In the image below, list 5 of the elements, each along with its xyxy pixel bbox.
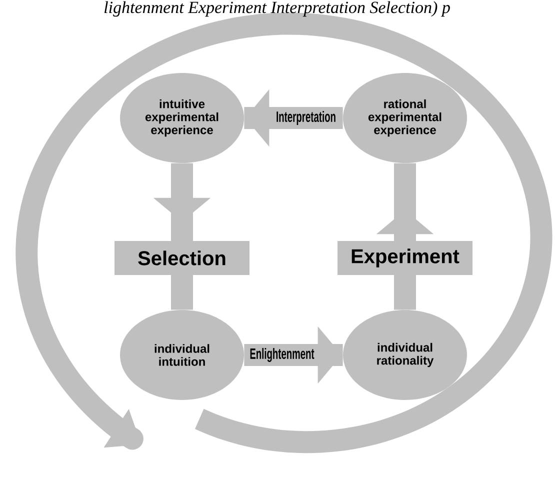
edge-label: Selection [114,241,250,275]
edge-label: Experiment [338,241,472,275]
edge-label: Enlightenment [250,348,314,362]
edge-label: Interpretation [276,111,336,125]
caption-text: lightenment Experiment Interpretation Selection) p [104,1,450,17]
